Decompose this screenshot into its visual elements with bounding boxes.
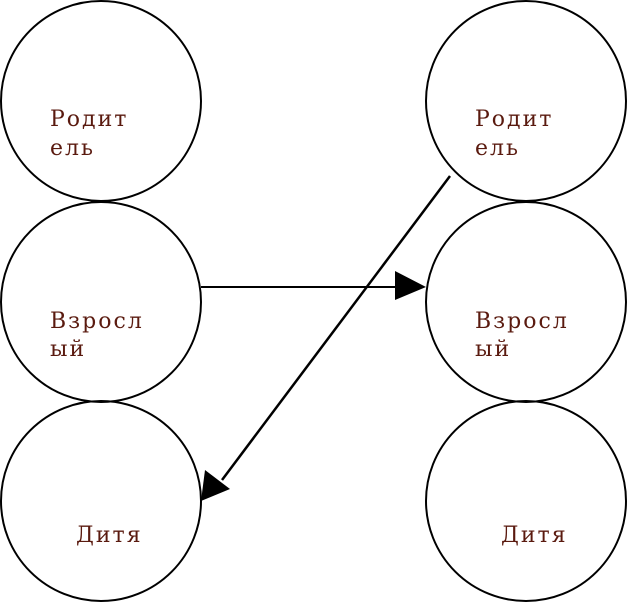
left-parent-circle xyxy=(0,0,202,202)
right-adult-circle xyxy=(425,201,627,403)
left-child-circle xyxy=(0,400,202,602)
left-person: Родит ель Взросл ый Дитя xyxy=(0,0,202,602)
arrowhead-right-icon xyxy=(395,271,426,300)
left-adult-circle xyxy=(0,201,202,403)
right-parent-label: Родит ель xyxy=(475,107,562,161)
right-person: Родит ель Взросл ый Дитя xyxy=(425,0,627,602)
right-child-circle xyxy=(425,400,627,602)
left-parent-label: Родит ель xyxy=(50,107,137,161)
left-adult-label: Взросл ый xyxy=(50,309,153,362)
arrow-line-parent-to-child xyxy=(221,175,451,481)
left-child-label: Дитя xyxy=(76,523,143,548)
right-parent-circle xyxy=(425,0,627,202)
arrowhead-down-left-icon xyxy=(201,470,230,501)
right-child-label: Дитя xyxy=(501,523,568,548)
transaction-adult-to-adult xyxy=(201,271,426,300)
right-adult-label: Взросл ый xyxy=(475,309,578,362)
transaction-parent-to-child xyxy=(201,175,451,501)
